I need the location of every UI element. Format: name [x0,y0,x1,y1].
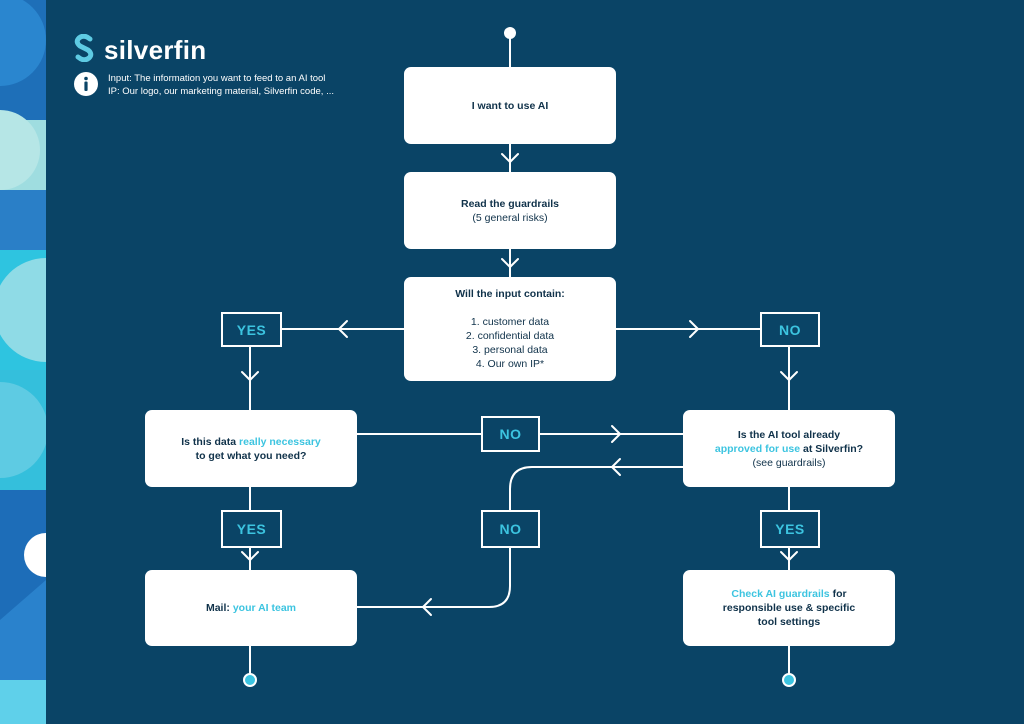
brand: silverfin [74,33,207,67]
label-no-bottom: NO [481,510,540,548]
node-mail-highlight: your AI team [232,602,297,614]
node-mail-pre: Mail: [205,602,233,614]
node-start-text: I want to use AI [471,99,549,112]
brand-name: silverfin [104,35,207,65]
node-tool-approved: Is the AI tool already approved for use … [683,410,895,487]
node-really-necessary: Is this data really necessary to get wha… [145,410,357,487]
node-guardrails-title: Read the guardrails [460,197,560,210]
node-start: I want to use AI [404,67,616,144]
node-guardrails-subtitle: (5 general risks) [472,211,548,224]
node-check-guardrails: Check AI guardrails for responsible use … [683,570,895,646]
node-mail-line: Mail: your AI team [206,601,296,615]
info-line-input: Input: The information you want to feed … [108,73,326,84]
node-check-line2: responsible use & specific [722,602,856,614]
label-yes-left: YES [221,510,282,548]
node-input-item-4: 4. Our own IP* [475,358,545,370]
node-check-post: for [829,588,847,600]
node-approved-line1: Is the AI tool already [737,428,841,441]
node-necessary-line2: to get what you need? [195,449,307,462]
label-yes-right: YES [760,510,820,548]
node-check-line3: tool settings [757,616,821,628]
node-check-highlight: Check AI guardrails [731,588,830,600]
node-input-item-1: 1. customer data [470,316,550,328]
info-note: Input: The information you want to feed … [74,72,334,101]
node-check-line1: Check AI guardrails for [731,587,846,601]
node-read-guardrails: Read the guardrails (5 general risks) [404,172,616,249]
label-no-middle: NO [481,416,540,452]
node-mail-ai-team: Mail: your AI team [145,570,357,646]
node-necessary-pre: Is this data [181,435,240,448]
silverfin-logo-icon [74,33,94,67]
node-input-item-3: 3. personal data [472,344,548,356]
info-icon [74,72,98,101]
label-no-top: NO [760,312,820,347]
start-terminal-dot [504,27,516,39]
node-approved-line2: approved for use at Silverfin? [715,442,863,456]
node-input-title: Will the input contain: [455,288,565,300]
node-approved-post: at Silverfin? [800,442,864,455]
end-terminal-dot-right [782,673,796,687]
decorative-side-pattern [0,0,46,724]
info-line-ip: IP: Our logo, our marketing material, Si… [108,86,334,97]
node-input-item-2: 2. confidential data [465,330,555,342]
node-necessary-line1: Is this data really necessary [181,435,321,449]
node-approved-line3: (see guardrails) [752,456,826,469]
node-approved-highlight: approved for use [714,442,801,455]
label-yes-top: YES [221,312,282,347]
end-terminal-dot-left [243,673,257,687]
node-input-question: Will the input contain: 1. customer data… [404,277,616,381]
node-necessary-highlight: really necessary [239,435,321,448]
